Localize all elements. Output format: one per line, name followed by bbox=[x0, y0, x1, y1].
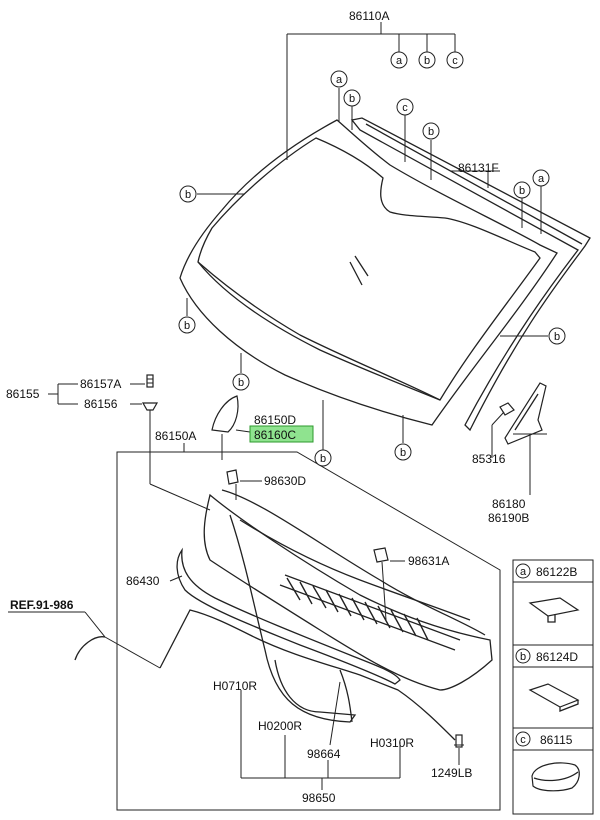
label-86430: 86430 bbox=[126, 574, 160, 588]
label-85316: 85316 bbox=[472, 452, 506, 466]
legend-row-a[interactable]: a 86122B bbox=[515, 563, 580, 623]
glass-trim-strip[interactable] bbox=[350, 117, 591, 432]
windshield-glass[interactable] bbox=[179, 119, 558, 426]
cap-86160C[interactable] bbox=[211, 395, 239, 433]
legend-table: a 86122B b 86124D c 86115 bbox=[512, 559, 594, 815]
svg-text:c: c bbox=[452, 55, 458, 67]
clip-98630D[interactable] bbox=[226, 469, 239, 485]
svg-text:a: a bbox=[520, 566, 527, 578]
side-moulding[interactable] bbox=[504, 382, 547, 445]
label-86110A: 86110A bbox=[349, 9, 389, 23]
svg-text:b: b bbox=[185, 189, 191, 201]
leader-lines bbox=[8, 22, 548, 790]
svg-text:b: b bbox=[349, 93, 355, 105]
svg-text:b: b bbox=[400, 447, 406, 459]
svg-text:b: b bbox=[554, 331, 560, 343]
pad-86124D-icon bbox=[528, 683, 580, 708]
clip-85316[interactable] bbox=[499, 402, 515, 416]
svg-text:b: b bbox=[520, 651, 526, 663]
svg-text:86122B: 86122B bbox=[536, 565, 577, 579]
label-1249LB: 1249LB bbox=[431, 766, 472, 780]
label-86150A: 86150A bbox=[155, 429, 196, 443]
pad-86115-icon bbox=[531, 762, 580, 792]
svg-text:b: b bbox=[519, 185, 525, 197]
legend-row-b[interactable]: b 86124D bbox=[515, 648, 580, 712]
svg-text:a: a bbox=[336, 74, 343, 86]
screw-86157A[interactable] bbox=[146, 374, 154, 388]
label-98664: 98664 bbox=[307, 747, 341, 761]
label-H0310R: H0310R bbox=[370, 736, 414, 750]
svg-text:a: a bbox=[396, 55, 403, 67]
highlight-86160C bbox=[249, 425, 314, 443]
label-H0200R: H0200R bbox=[258, 719, 302, 733]
weather-strip-86430[interactable] bbox=[176, 547, 401, 685]
label-98630D: 98630D bbox=[264, 474, 306, 488]
svg-text:86124D: 86124D bbox=[536, 650, 578, 664]
label-H0710R: H0710R bbox=[213, 679, 257, 693]
label-86155: 86155 bbox=[6, 387, 40, 401]
label-98631A: 98631A bbox=[408, 554, 449, 568]
label-86150D: 86150D bbox=[254, 413, 296, 427]
svg-text:b: b bbox=[238, 377, 244, 389]
label-ref-91-986: REF.91-986 bbox=[10, 598, 74, 612]
svg-text:a: a bbox=[538, 173, 545, 185]
legend-row-c[interactable]: c 86115 bbox=[515, 731, 580, 792]
svg-text:c: c bbox=[402, 102, 408, 114]
svg-text:b: b bbox=[184, 320, 190, 332]
svg-text:b: b bbox=[320, 453, 326, 465]
label-86180: 86180 bbox=[492, 497, 526, 511]
label-86160C[interactable]: 86160C bbox=[254, 428, 296, 442]
label-86190B: 86190B bbox=[488, 511, 529, 525]
callout-circles: a b c a b c b a b b b b b b b bbox=[178, 51, 566, 467]
clip-98631A[interactable] bbox=[373, 547, 389, 563]
assembly-frame bbox=[116, 451, 501, 811]
svg-text:c: c bbox=[520, 734, 526, 746]
svg-text:b: b bbox=[428, 126, 434, 138]
part-number-labels: 86110A 86131F 86155 86157A 86156 86150A … bbox=[6, 9, 529, 805]
label-86131F: 86131F bbox=[458, 161, 499, 175]
label-86156: 86156 bbox=[84, 397, 118, 411]
bolt-1249LB[interactable] bbox=[454, 734, 464, 748]
svg-text:b: b bbox=[424, 55, 430, 67]
washer-hose[interactable] bbox=[74, 514, 456, 741]
cowl-panel[interactable] bbox=[203, 489, 493, 691]
label-98650: 98650 bbox=[302, 791, 336, 805]
label-86157A: 86157A bbox=[80, 377, 121, 391]
pad-86122B-icon bbox=[528, 597, 580, 617]
clip-86156[interactable] bbox=[141, 402, 159, 418]
svg-text:86115: 86115 bbox=[540, 733, 573, 747]
